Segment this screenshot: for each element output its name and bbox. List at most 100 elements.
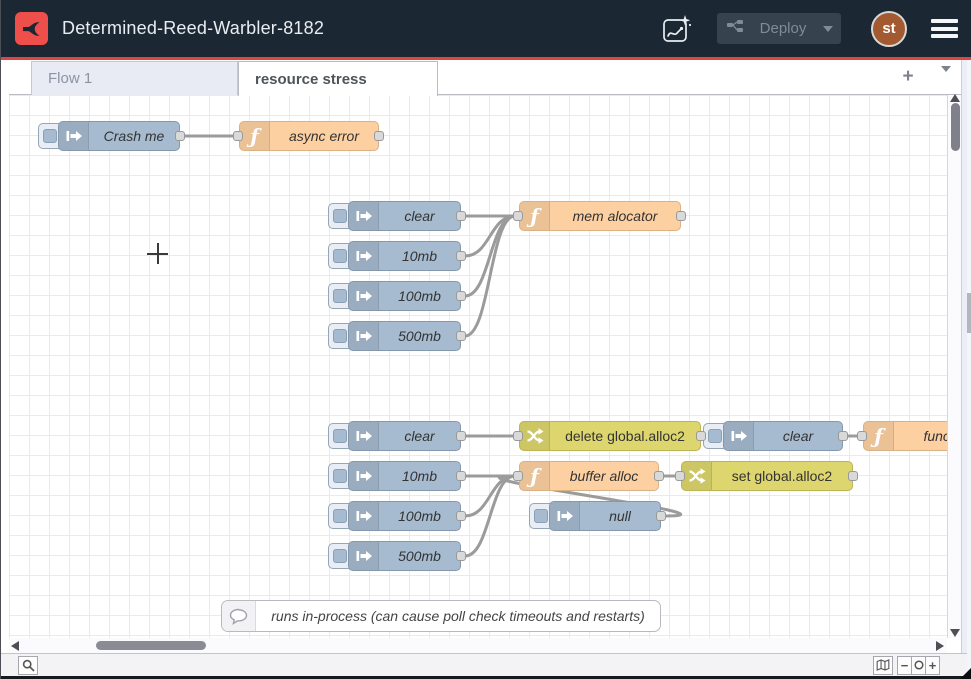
- node-comment-comment1[interactable]: runs in-process (can cause poll check ti…: [221, 600, 661, 632]
- scroll-down-arrow[interactable]: [950, 629, 960, 637]
- function-f-icon: ƒ: [864, 422, 894, 450]
- function-f-icon: ƒ: [520, 202, 550, 230]
- node-inject-mb10_1[interactable]: 10mb: [348, 241, 461, 271]
- tab-resource-stress[interactable]: resource stress: [238, 61, 438, 96]
- header-bar: Determined-Reed-Warbler-8182 Deploy st: [1, 0, 971, 60]
- speech-bubble-icon: [222, 601, 256, 631]
- node-inject-mb500_2[interactable]: 500mb: [348, 541, 461, 571]
- node-function-function_cut[interactable]: ƒfunction: [863, 421, 947, 451]
- shuffle-icon: [520, 422, 550, 450]
- node-inject-clear3[interactable]: clear: [723, 421, 843, 451]
- node-inject-mb10_2[interactable]: 10mb: [348, 461, 461, 491]
- output-port[interactable]: [456, 291, 466, 301]
- node-label: clear: [404, 428, 435, 444]
- input-port[interactable]: [233, 131, 243, 141]
- user-avatar[interactable]: st: [871, 10, 907, 47]
- zoom-reset-button[interactable]: [911, 655, 926, 675]
- node-inject-mb100_1[interactable]: 100mb: [348, 281, 461, 311]
- input-port[interactable]: [857, 431, 867, 441]
- flow-tab-bar: Flow 1 resource stress +: [9, 60, 961, 96]
- window-bottom-edge: [1, 676, 971, 679]
- input-port[interactable]: [675, 471, 685, 481]
- inject-arrow-icon: [724, 422, 754, 450]
- browser-scroll-thumb[interactable]: [967, 293, 971, 333]
- deploy-nodes-icon: [727, 20, 743, 37]
- node-label: buffer alloc: [569, 468, 639, 484]
- minimap-button[interactable]: [873, 655, 893, 675]
- scroll-left-arrow[interactable]: [11, 641, 19, 651]
- output-port[interactable]: [456, 251, 466, 261]
- search-button[interactable]: [18, 655, 38, 675]
- output-port[interactable]: [676, 211, 686, 221]
- node-label: Crash me: [103, 128, 165, 144]
- node-change-set_alloc[interactable]: set global.alloc2: [681, 461, 853, 491]
- header-actions: Deploy st: [657, 10, 971, 48]
- deploy-options-caret[interactable]: [815, 13, 841, 44]
- output-port[interactable]: [654, 471, 664, 481]
- inject-arrow-icon: [349, 502, 379, 530]
- node-label: set global.alloc2: [731, 468, 833, 484]
- node-inject-mb500_1[interactable]: 500mb: [348, 321, 461, 351]
- vertical-scrollbar[interactable]: [947, 94, 961, 638]
- output-port[interactable]: [456, 551, 466, 561]
- node-label: delete global.alloc2: [565, 428, 685, 444]
- output-port[interactable]: [456, 431, 466, 441]
- node-function-buffer_alloc[interactable]: ƒ buffer alloc: [519, 461, 659, 491]
- output-port[interactable]: [696, 431, 706, 441]
- output-port[interactable]: [456, 471, 466, 481]
- zoom-out-button[interactable]: −: [897, 655, 912, 675]
- input-port[interactable]: [513, 431, 523, 441]
- vertical-scroll-thumb[interactable]: [950, 103, 960, 151]
- node-label: 10mb: [401, 248, 438, 264]
- inject-arrow-icon: [59, 122, 89, 150]
- zoom-controls: − +: [873, 655, 940, 675]
- node-label: runs in-process (can cause poll check ti…: [271, 608, 645, 624]
- node-label: 100mb: [398, 288, 441, 304]
- flow-list-caret[interactable]: [941, 66, 951, 90]
- scroll-up-arrow[interactable]: [950, 94, 960, 102]
- output-port[interactable]: [456, 511, 466, 521]
- output-port[interactable]: [838, 431, 848, 441]
- wire[interactable]: [464, 474, 516, 558]
- node-inject-null_inject[interactable]: null: [549, 501, 661, 531]
- main-menu-icon[interactable]: [931, 16, 958, 42]
- output-port[interactable]: [656, 511, 666, 521]
- output-port[interactable]: [374, 131, 384, 141]
- output-port[interactable]: [848, 471, 858, 481]
- node-label: 500mb: [398, 548, 441, 564]
- inject-arrow-icon: [349, 282, 379, 310]
- function-f-icon: ƒ: [520, 462, 550, 490]
- deploy-button[interactable]: Deploy: [717, 13, 841, 44]
- node-inject-mb100_2[interactable]: 100mb: [348, 501, 461, 531]
- inject-arrow-icon: [349, 422, 379, 450]
- wire[interactable]: [497, 474, 683, 518]
- browser-scrollbar[interactable]: [967, 60, 971, 676]
- node-label: 500mb: [398, 328, 441, 344]
- node-inject-clear1[interactable]: clear: [348, 201, 461, 231]
- scroll-right-arrow[interactable]: [936, 641, 944, 651]
- input-port[interactable]: [513, 471, 523, 481]
- resize-grip[interactable]: [960, 668, 971, 679]
- tab-label: Flow 1: [48, 70, 93, 87]
- horizontal-scrollbar[interactable]: [9, 638, 947, 653]
- ai-assistant-icon[interactable]: [657, 10, 695, 48]
- output-port[interactable]: [175, 131, 185, 141]
- node-inject-crash_me[interactable]: Crash me: [58, 121, 180, 151]
- zoom-in-button[interactable]: +: [925, 655, 940, 675]
- wire[interactable]: [464, 214, 516, 338]
- footer-toolbar: − +: [1, 653, 967, 676]
- tab-flow-1[interactable]: Flow 1: [31, 61, 238, 95]
- inject-arrow-icon: [349, 202, 379, 230]
- node-change-delete_alloc[interactable]: delete global.alloc2: [519, 421, 701, 451]
- node-label: null: [609, 508, 631, 524]
- node-label: 10mb: [401, 468, 438, 484]
- add-flow-button[interactable]: +: [902, 66, 914, 87]
- output-port[interactable]: [456, 211, 466, 221]
- node-inject-clear2[interactable]: clear: [348, 421, 461, 451]
- input-port[interactable]: [513, 211, 523, 221]
- output-port[interactable]: [456, 331, 466, 341]
- horizontal-scroll-thumb[interactable]: [96, 641, 206, 650]
